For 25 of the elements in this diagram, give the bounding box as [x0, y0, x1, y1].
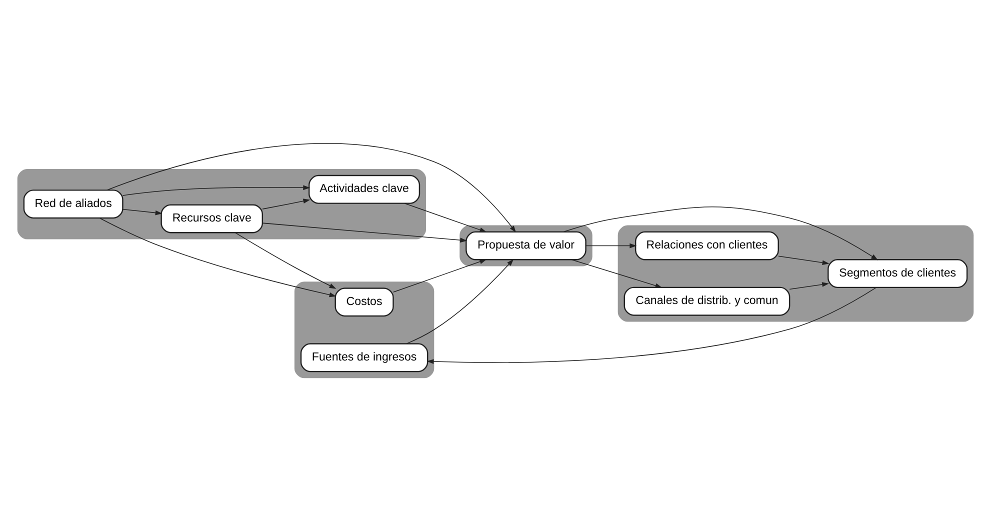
node-box: Canales de distrib. y comun [624, 286, 790, 316]
arrow [235, 232, 336, 288]
arrow [789, 282, 830, 290]
node-box: Recursos clave [160, 204, 264, 233]
node-box: Red de aliados [23, 189, 124, 218]
arrow [262, 222, 468, 242]
node-box: Segmentos de clientes [828, 258, 968, 288]
arrow [571, 258, 662, 288]
node-box: Relaciones con clientes [634, 230, 779, 260]
arrow [122, 184, 310, 196]
node-box: Fuentes de ingresos [300, 342, 428, 372]
arrow [406, 258, 514, 344]
cluster [618, 224, 974, 322]
arrow [392, 258, 487, 292]
arrow [262, 198, 310, 209]
arrow [122, 208, 162, 215]
cluster [17, 168, 426, 239]
node-box: Actividades clave [308, 174, 420, 204]
arrow [586, 242, 637, 248]
node-box: Propuesta de valor [466, 230, 586, 260]
arrow [778, 255, 830, 265]
node-box: Costos [334, 287, 394, 316]
arrow [106, 142, 516, 232]
arrow [99, 217, 336, 297]
arrow [404, 202, 487, 232]
